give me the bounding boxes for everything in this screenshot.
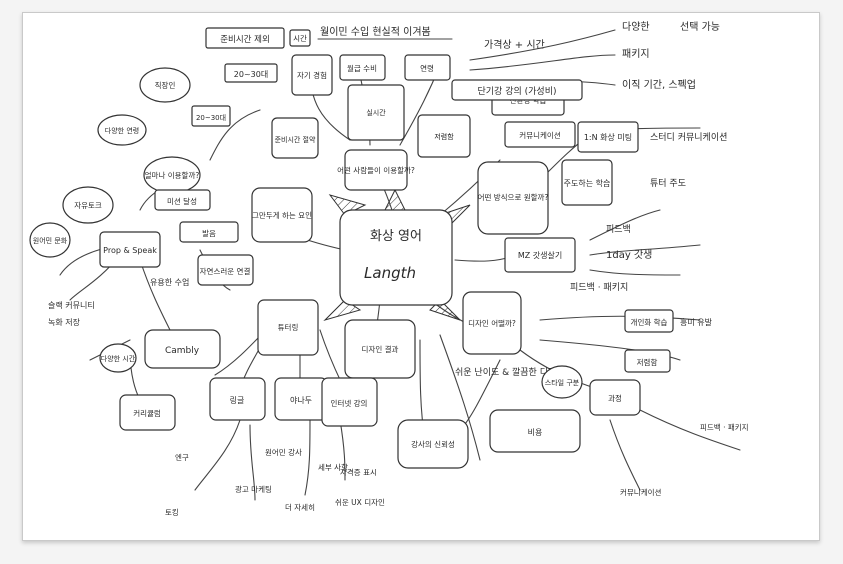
- simple-text: 쉬운 난이도 & 깔끔한 디자인: [455, 366, 565, 378]
- cheap2-label: 저렴함: [637, 358, 658, 367]
- recording-text: 녹화 저장: [48, 317, 81, 327]
- more-text: 더 자세히: [285, 502, 315, 512]
- ux-text: 쉬운 UX 디자인: [335, 497, 385, 507]
- mission-label: 미션 달성: [167, 196, 197, 206]
- central-node: 화상 영어 Langth: [323, 188, 471, 322]
- more2-text: 흥미 유발: [680, 317, 713, 327]
- age-range-label: 20~30대: [196, 114, 226, 122]
- target-people-label: 어떤 사람들이 이용할까?: [337, 165, 415, 175]
- left-cluster: 얼마나 이용할까? 미션 달성 그만두게 하는 요인 자유토크 발음 Prop …: [29, 156, 313, 373]
- realtime-label: 실시간: [366, 108, 386, 117]
- pron-detail-label: 개인화 학습: [631, 317, 668, 327]
- how-learn-label: 어떤 방식으로 원할까?: [478, 192, 549, 202]
- top-cluster: 월이민 수입 현실적 이겨봄 준비시간 제외 시간 20~30대 자기 경험 월…: [97, 25, 583, 191]
- inter-label: 인터넷 강의: [331, 398, 368, 408]
- diverse-selection-text: 다양한: [622, 21, 650, 33]
- community2-text: 커뮤니케이션: [620, 487, 661, 497]
- mz-label: MZ 갓생살기: [518, 250, 562, 260]
- free-text: 피드백: [606, 224, 631, 235]
- right-cluster: 어떤 방식으로 원할까? 주도하는 학습 튜터 주도 MZ 갓생살기 피드백 1…: [477, 159, 686, 293]
- short-course-label: 단기강 강의 (가성비): [478, 86, 557, 97]
- tutoring-label: 튜터링: [278, 322, 299, 332]
- prep-time-label: 준비시간 제외: [220, 34, 270, 45]
- package-text: 패키지: [622, 48, 650, 60]
- one-n-label: 1:N 화상 미팅: [584, 132, 632, 142]
- free-talk-label: 자유토크: [74, 201, 102, 210]
- study-text: 스터디 커뮤니케이션: [650, 132, 727, 143]
- time-label: 시간: [293, 33, 307, 43]
- student-label: 직장인: [155, 80, 176, 90]
- self-exp-label: 자기 경험: [297, 70, 327, 80]
- pron-label: 발음: [202, 229, 216, 238]
- style-label: 스타일 구분: [545, 378, 580, 387]
- diverse-age-label: 다양한 연령: [105, 126, 139, 135]
- design-quality-label: 디자인 결과: [362, 344, 399, 354]
- time-range-label: 20~30대: [234, 70, 268, 79]
- money-label: 월급 수비: [347, 63, 377, 73]
- trust-label: 강사의 신뢰성: [411, 439, 455, 449]
- lead-label: 주도하는 학습: [564, 178, 611, 188]
- ringle-label: 링글: [230, 395, 245, 405]
- how-many-use-label: 그만두게 하는 요인: [252, 210, 312, 220]
- cost-label: 비용: [528, 428, 543, 437]
- design-label: 디자인 어떨까?: [468, 318, 516, 328]
- center-box: [339, 209, 453, 306]
- selection-text: 선택 가능: [680, 21, 720, 33]
- price-time-text: 가격상 + 시간: [484, 38, 545, 51]
- talk-text: 토킹: [165, 507, 179, 517]
- cheap-label: 저렴함: [434, 132, 454, 141]
- feedback2-text: 피드백 · 패키지: [700, 422, 749, 432]
- engoo-text: 엔구: [175, 452, 189, 462]
- natural-label: 자연스러운 연결: [200, 266, 251, 276]
- feedback-text: 피드백 · 패키지: [570, 282, 628, 293]
- slack-text: 슬랙 커뮤니티: [48, 300, 95, 310]
- center-title: 화상 영어: [370, 229, 422, 244]
- native-text: 원어민 강사: [265, 447, 302, 457]
- prep-study-label: 준비시간 절약: [275, 135, 316, 144]
- period-text: 이직 기간, 스펙업: [622, 78, 696, 91]
- qualify-text: 자격증 표시: [340, 467, 377, 477]
- detail-time-label: 다양한 시간: [101, 354, 136, 363]
- center-subtitle: Langth: [364, 264, 416, 282]
- bottom-right-cluster: 디자인 어떨까? 쉬운 난이도 & 깔끔한 디자인 스타일 구분 강사의 신뢰성…: [397, 291, 749, 497]
- detail2-text: 세부 사항: [318, 463, 348, 472]
- one-day-text: 1day 갓생: [606, 249, 652, 261]
- goal-text: 월이민 수입 현실적 이겨봄: [320, 25, 431, 38]
- realtime-talk-label: 원어민 문화: [33, 236, 68, 245]
- ad-text: 광고 마케팅: [235, 484, 272, 494]
- curriculum-label: 커리큘럼: [133, 409, 161, 418]
- cambly-label: Cambly: [165, 346, 200, 356]
- community-label: 커뮤니케이션: [519, 130, 560, 140]
- speak-label: Prop & Speak: [103, 246, 157, 255]
- tutor-text: 튜터 주도: [650, 178, 686, 189]
- useful-text: 유용한 수업: [150, 278, 189, 287]
- age-label: 연령: [420, 64, 434, 73]
- how-many-label: 얼마나 이용할까?: [145, 170, 200, 180]
- bottom-left-cluster: 튜터링 디자인 결과 커리큘럼 링글 야나두 인터넷 강의 엔구 토킹 광고 마…: [119, 299, 416, 517]
- top-right-list: 다양한 선택 가능 패키지 이직 기간, 스펙업 커뮤니케이션 1:N 화상 미…: [504, 21, 727, 153]
- course-label: 과정: [608, 393, 622, 403]
- yanolja-label: 야나두: [290, 395, 312, 405]
